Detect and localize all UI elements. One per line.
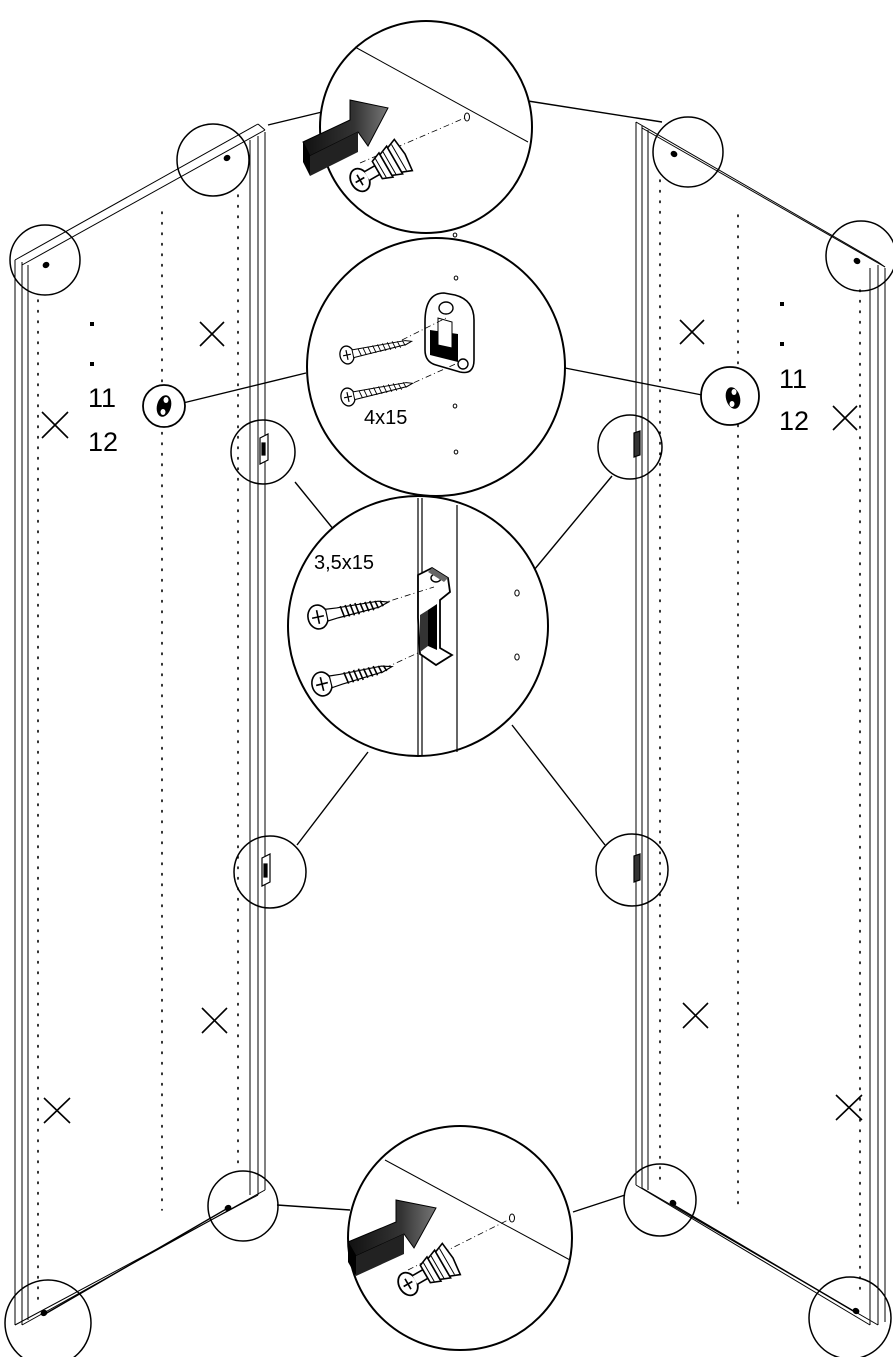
mounting-bracket-icon: [259, 430, 641, 887]
callout-lines: [44, 100, 856, 1315]
mounting-bracket-icon: [417, 566, 454, 667]
part-number-12-left: 12: [88, 427, 118, 457]
push-arrow-icon: [347, 1199, 437, 1276]
cross-mark-icon: [41, 319, 863, 1124]
right-panel-hole-rows: [659, 179, 861, 1291]
shelf-support-left: [142, 384, 186, 428]
list-dots: [90, 302, 784, 366]
shelf-support-right: [700, 366, 760, 426]
detail-circle-icon: [4, 116, 893, 1357]
detail-rail-bracket: 3,5x15: [287, 495, 549, 757]
detail-top-dowel: [302, 20, 533, 234]
left-panel-hole-rows: [37, 194, 239, 1301]
left-side-panel: [14, 123, 266, 1326]
right-side-panel: [635, 121, 886, 1326]
part-number-11-left: 11: [88, 383, 116, 413]
mounting-bracket-icon: [424, 292, 475, 374]
part-number-12-right: 12: [779, 406, 809, 436]
part-number-11-right: 11: [779, 364, 807, 394]
push-arrow-icon: [302, 99, 389, 176]
detail-bottom-dowel: [347, 1125, 573, 1351]
screw-size-label: 3,5x15: [314, 552, 374, 574]
screw-size-label: 4x15: [364, 407, 407, 429]
dowel-hole-dots: [40, 150, 861, 1317]
detail-shelf-support: 4x15: [306, 232, 566, 497]
